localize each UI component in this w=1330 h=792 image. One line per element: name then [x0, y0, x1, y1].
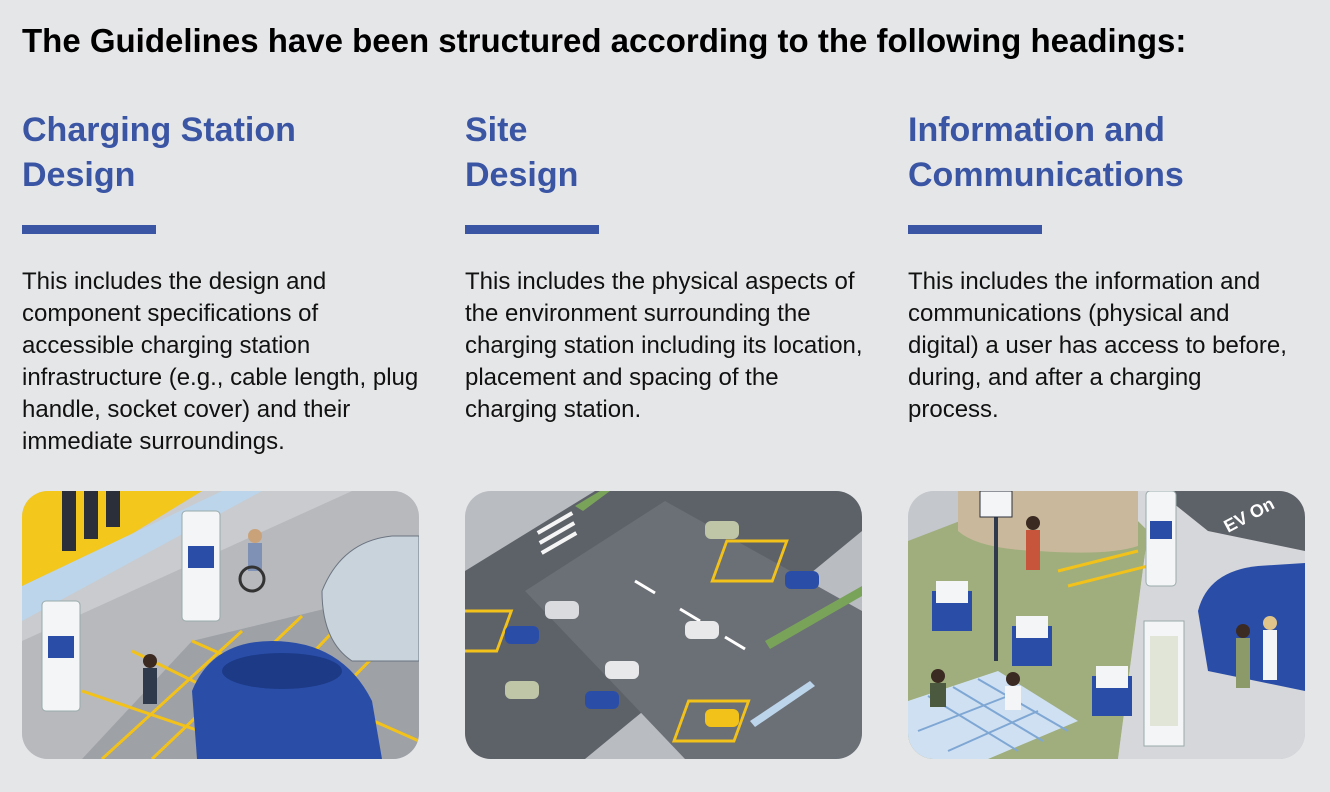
section-charging-station-design: Charging Station Design This includes th… [22, 108, 427, 455]
section-site-design: Site Design This includes the physical a… [465, 108, 870, 423]
information-illustration: EV On [908, 491, 1305, 759]
site-design-illustration [465, 491, 862, 759]
section-heading: Site Design [465, 111, 579, 194]
heading-underline [908, 225, 1042, 234]
section-heading: Information and Communications [908, 111, 1184, 194]
page-title: The Guidelines have been structured acco… [22, 22, 1187, 59]
charging-station-illustration [22, 491, 419, 759]
section-body: This includes the design and component s… [22, 268, 419, 455]
section-body: This includes the information and commun… [908, 268, 1287, 423]
heading-underline [465, 225, 599, 234]
section-information-communications: Information and Communications This incl… [908, 108, 1313, 423]
section-heading: Charging Station Design [22, 111, 296, 194]
heading-underline [22, 225, 156, 234]
section-body: This includes the physical aspects of th… [465, 268, 863, 423]
